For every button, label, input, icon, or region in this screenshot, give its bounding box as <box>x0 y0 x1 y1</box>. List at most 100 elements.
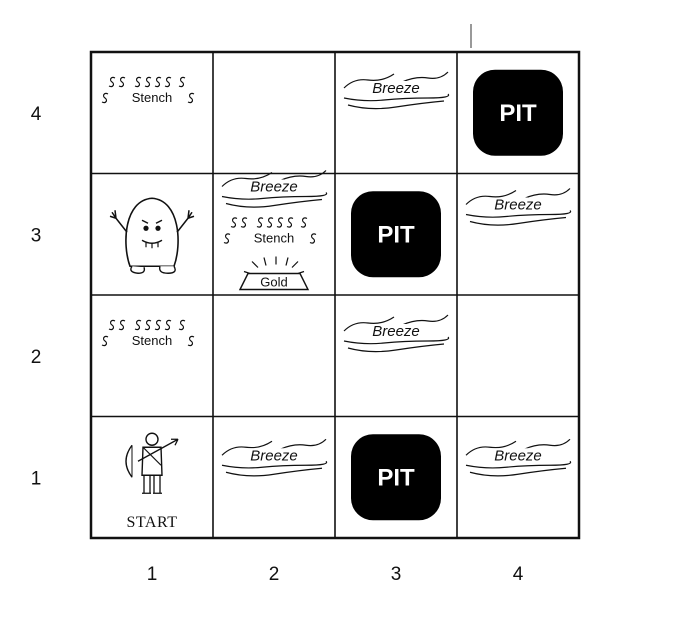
agent-arrow <box>137 438 179 462</box>
breeze-wave <box>469 216 567 226</box>
stench-wave <box>108 319 116 331</box>
column-label: 3 <box>391 564 402 585</box>
stench-wave <box>144 319 152 331</box>
breeze-label-bg <box>366 324 426 339</box>
stench-wave <box>164 76 172 88</box>
column-label: 2 <box>269 564 280 585</box>
breeze-wave <box>221 172 273 187</box>
agent-bow <box>125 444 133 478</box>
breeze-label-bg <box>244 448 304 464</box>
cell-1-2: Stench <box>101 319 195 348</box>
wumpus-arm <box>109 210 128 233</box>
row-label: 1 <box>31 468 42 489</box>
gold-ray <box>251 261 259 268</box>
gold-label: Gold <box>260 275 287 290</box>
wumpus-icon <box>125 197 179 268</box>
breeze-wave <box>465 190 517 205</box>
wumpus-arm <box>176 210 195 233</box>
column-label: 4 <box>513 564 524 585</box>
cell-3-4: Breeze <box>343 71 450 110</box>
stench-wave <box>187 335 195 347</box>
breeze-wave <box>469 467 567 477</box>
wumpus-teeth <box>145 242 159 249</box>
stench-wave <box>187 92 195 104</box>
cell-1-3 <box>109 197 195 274</box>
breeze-wave <box>221 192 328 200</box>
stench-wave <box>178 76 186 88</box>
breeze-wave <box>221 440 273 456</box>
cell-4-4: PIT <box>473 69 563 156</box>
row-label: 3 <box>31 225 42 246</box>
breeze-wave <box>523 438 571 450</box>
cell-3-2: Breeze <box>343 314 450 353</box>
breeze-label-bg <box>488 448 548 464</box>
breeze-label: Breeze <box>372 80 420 97</box>
breeze-wave <box>221 460 328 469</box>
breeze-wave <box>279 170 327 182</box>
gold-ray <box>263 257 267 266</box>
breeze-label-bg <box>244 179 304 195</box>
cell-3-3: PIT <box>351 191 441 278</box>
agent-icon <box>141 446 163 476</box>
breeze-wave <box>347 100 445 110</box>
stench-wave <box>240 217 248 228</box>
cell-2-1: Breeze <box>221 438 328 477</box>
cell-4-1: Breeze <box>465 438 572 477</box>
breeze-wave <box>343 93 450 102</box>
gold-ray <box>285 257 289 266</box>
stench-wave <box>154 319 162 331</box>
pit-icon <box>351 191 441 278</box>
row-label: 2 <box>31 347 42 368</box>
agent-head <box>145 432 159 446</box>
cell-3-1: PIT <box>351 434 441 521</box>
stench-wave <box>134 76 142 88</box>
breeze-wave <box>401 71 449 83</box>
breeze-label: Breeze <box>250 179 298 196</box>
breeze-wave <box>465 210 572 218</box>
breeze-wave <box>347 343 445 353</box>
cell-1-1: START <box>125 432 179 531</box>
agent-strap <box>142 446 162 466</box>
breeze-wave <box>343 336 450 345</box>
stench-label: Stench <box>254 231 294 246</box>
agent-legs <box>142 475 162 494</box>
breeze-label-bg <box>366 81 426 96</box>
stench-wave <box>286 217 294 228</box>
breeze-wave <box>343 316 395 332</box>
gold-ray <box>291 261 299 268</box>
start-label: START <box>127 514 178 531</box>
grid <box>89 50 581 540</box>
stench-wave <box>101 92 109 104</box>
breeze-wave <box>465 460 572 469</box>
stench-label: Stench <box>132 333 172 348</box>
breeze-wave <box>343 73 395 89</box>
stench-wave <box>276 217 284 228</box>
breeze-wave <box>225 198 323 208</box>
row-label: 4 <box>31 104 42 125</box>
stench-wave <box>266 217 274 228</box>
wumpus-eye <box>155 225 161 231</box>
stench-wave <box>178 319 186 331</box>
breeze-wave <box>401 314 449 326</box>
stench-wave <box>101 335 109 347</box>
pit-label: PIT <box>377 464 415 491</box>
stench-wave <box>300 217 308 228</box>
pit-label: PIT <box>499 100 537 127</box>
pit-label: PIT <box>377 221 415 248</box>
wumpus-eye <box>143 225 149 231</box>
stench-wave <box>309 233 317 244</box>
breeze-label-bg <box>488 197 548 213</box>
stench-wave <box>118 319 126 331</box>
breeze-wave <box>523 188 571 200</box>
stench-wave <box>108 76 116 88</box>
breeze-label: Breeze <box>494 197 542 214</box>
stench-wave <box>154 76 162 88</box>
gold-icon <box>238 272 310 291</box>
stench-wave <box>230 217 238 228</box>
breeze-label: Breeze <box>250 447 298 464</box>
stench-wave <box>134 319 142 331</box>
pit-icon <box>351 434 441 521</box>
